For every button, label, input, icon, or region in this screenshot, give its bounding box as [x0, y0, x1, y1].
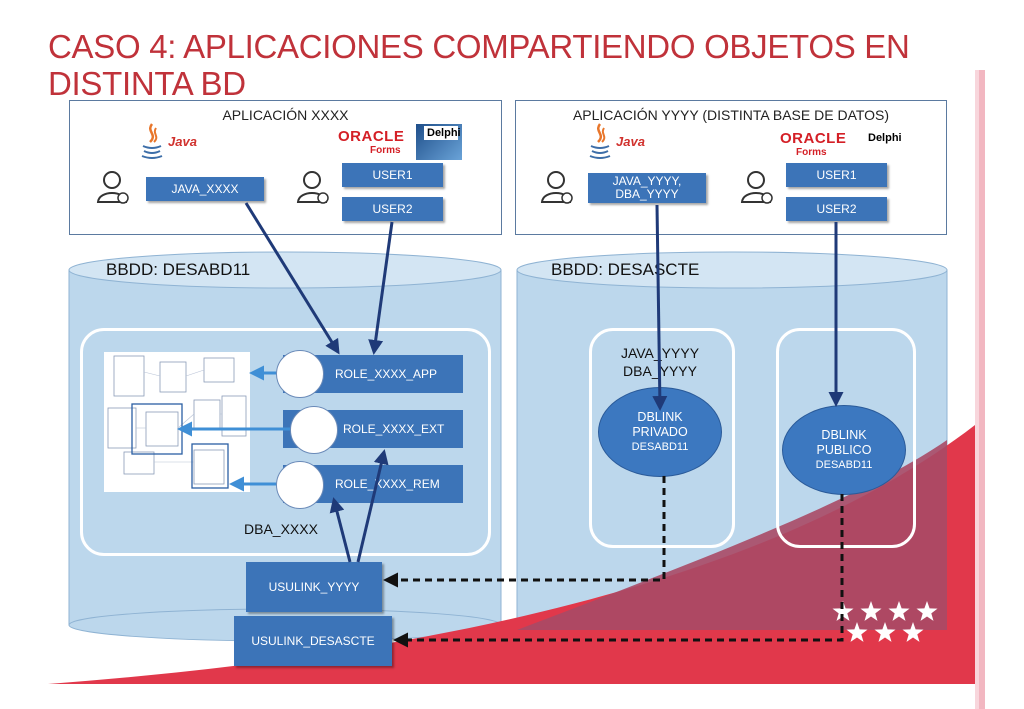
dblink-privado-line1: DBLINK [637, 409, 683, 424]
forms-logo-text: Forms [370, 145, 401, 156]
user2-left-button[interactable]: USER2 [342, 197, 443, 221]
java-xxxx-button[interactable]: JAVA_XXXX [146, 177, 264, 201]
oracle-logo-text: ORACLE [780, 130, 847, 147]
user-icon [540, 171, 573, 204]
role-rem-circle [276, 461, 324, 509]
side-bar [975, 70, 985, 709]
java-yyyy-label-line2: DBA_YYYY [615, 187, 679, 201]
star-icon [902, 622, 924, 642]
star-icon [846, 622, 868, 642]
star-icon [860, 601, 882, 621]
java-logo-text: Java [616, 134, 645, 149]
user-icon [740, 171, 773, 204]
dblink-publico-line3: DESABD11 [815, 458, 873, 471]
star-icon [888, 601, 910, 621]
dblink-publico-line1: DBLINK [821, 427, 867, 442]
user1-right-button[interactable]: USER1 [786, 163, 887, 187]
application-xxxx-title: APLICACIÓN XXXX [222, 107, 349, 123]
schema-java-yyyy-label: JAVA_YYYY DBA_YYYY [600, 344, 720, 380]
role-app-circle [276, 350, 324, 398]
java-yyyy-button[interactable]: JAVA_YYYY, DBA_YYYY [588, 173, 706, 203]
user-icon [96, 171, 129, 204]
oracle-forms-logo-icon: ORACLE Forms [780, 130, 852, 164]
dblink-privado-line2: PRIVADO [632, 424, 688, 439]
user2-right-button[interactable]: USER2 [786, 197, 887, 221]
delphi-logo-text: Delphi [424, 126, 461, 140]
delphi-logo-icon: Delphi [416, 124, 462, 160]
schema-panel-public [776, 328, 916, 548]
dblink-privado[interactable]: DBLINK PRIVADO DESABD11 [598, 387, 722, 477]
dblink-publico-line2: PUBLICO [816, 442, 872, 457]
er-diagram-thumbnail [104, 352, 250, 492]
java-logo-icon: Java [588, 122, 658, 162]
db-title-desascte: BBDD: DESASCTE [551, 260, 700, 279]
application-yyyy-title: APLICACIÓN YYYY (DISTINTA BASE DE DATOS) [572, 107, 890, 123]
dblink-publico[interactable]: DBLINK PUBLICO DESABD11 [782, 405, 906, 495]
schema-line2: DBA_YYYY [623, 363, 697, 379]
java-logo-text: Java [168, 134, 197, 149]
dblink-privado-line3: DESABD11 [631, 440, 689, 453]
star-icon [874, 622, 896, 642]
oracle-forms-logo-icon: ORACLE Forms [338, 128, 410, 162]
star-icon [916, 601, 938, 621]
owner-dba-xxxx: DBA_XXXX [244, 521, 318, 537]
usulink-yyyy-button[interactable]: USULINK_YYYY [246, 562, 382, 612]
delphi-logo-text: Delphi [868, 132, 902, 144]
usulink-desascte-button[interactable]: USULINK_DESASCTE [234, 616, 392, 666]
user-icon [296, 171, 329, 204]
java-logo-icon: Java [140, 122, 210, 162]
user1-left-button[interactable]: USER1 [342, 163, 443, 187]
page-title: CASO 4: APLICACIONES COMPARTIENDO OBJETO… [48, 28, 910, 102]
oracle-logo-text: ORACLE [338, 128, 405, 145]
role-ext-circle [290, 406, 338, 454]
db-title-desabd11: BBDD: DESABD11 [106, 260, 251, 279]
delphi-logo-icon: Delphi [862, 128, 908, 160]
forms-logo-text: Forms [796, 147, 827, 158]
java-yyyy-label-line1: JAVA_YYYY, [612, 174, 682, 188]
schema-line1: JAVA_YYYY [620, 345, 700, 361]
